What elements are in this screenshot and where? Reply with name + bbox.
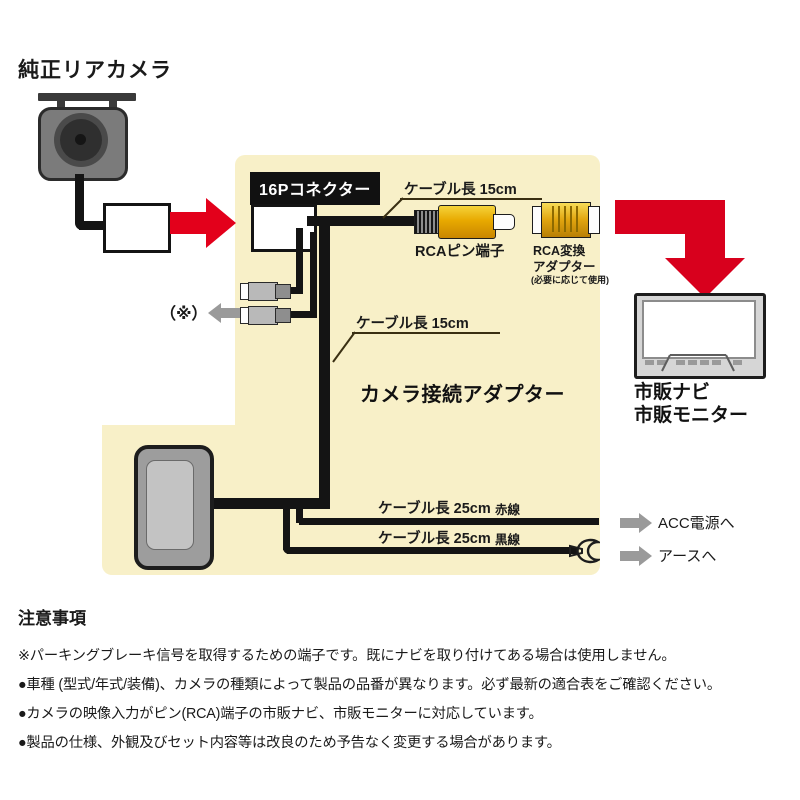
spade-connector-2-body	[248, 306, 278, 325]
rca-plug-tip	[493, 214, 515, 230]
monitor-label-line2: 市販モニター	[634, 405, 749, 426]
trunk-wire-vertical	[319, 216, 330, 508]
cable-15cm-mid-leader-diagonal	[332, 331, 356, 363]
camera-bracket	[38, 93, 136, 101]
ring-terminal-icon	[569, 538, 600, 564]
rca-adapter-cap-right	[588, 206, 600, 234]
earth-wire-horizontal	[287, 547, 577, 554]
rca-adapter-ribs	[548, 206, 582, 232]
connector-16p-body	[251, 204, 317, 252]
red-arrow-elbow-icon	[615, 200, 745, 298]
camera-wire-corner	[75, 208, 84, 230]
acc-wire-horizontal	[299, 518, 599, 525]
earth-wire-vertical	[283, 505, 290, 550]
branch-wire-b-corner	[310, 296, 317, 318]
notes-title: 注意事項	[18, 609, 86, 628]
gray-arrow-left-icon	[208, 303, 240, 323]
asterisk-marker-label: （※）	[160, 306, 208, 323]
camera-harness-connector	[103, 203, 171, 253]
main-wire-to-rca	[307, 216, 417, 226]
head-unit-screen	[642, 300, 756, 359]
earth-ground-label: アースへ	[658, 548, 717, 565]
acc-wire-corner	[296, 508, 303, 524]
note-line-4: ●製品の仕様、外観及びセット内容等は改良のため予告なく変更する場合があります。	[18, 735, 561, 751]
note-line-1: ※パーキングブレーキ信号を取得するための端子です。既にナビを取り付けてある場合は…	[18, 648, 676, 664]
head-unit-button-6	[712, 360, 721, 365]
cable-25cm-black-wire-label: 黒線	[495, 533, 521, 547]
camera-wire-horizontal	[79, 221, 112, 230]
rca-adapter-label-line1: RCA変換	[533, 244, 586, 258]
rca-plug-barrel	[438, 205, 496, 239]
camera-adapter-title: カメラ接続アダプター	[360, 384, 565, 406]
cable-25cm-red-label: ケーブル長 25cm	[378, 501, 491, 517]
rca-pin-terminal-label: RCAピン端子	[415, 244, 505, 260]
gray-arrow-earth-icon	[620, 546, 652, 566]
red-arrow-right-icon	[170, 198, 236, 248]
earth-wire-corner	[283, 534, 290, 554]
adapter-module-inner	[146, 460, 194, 550]
branch-wire-b-vertical	[310, 232, 317, 317]
head-unit-button-7	[733, 360, 742, 365]
camera-lens-center	[75, 134, 86, 145]
note-line-2: ●車種 (型式/年式/装備)、カメラの種類によって製品の品番が異なります。必ず最…	[18, 677, 721, 693]
head-unit-button-5	[700, 360, 709, 365]
spade-connector-1-crimp	[275, 284, 291, 299]
note-line-3: ●カメラの映像入力がピン(RCA)端子の市販ナビ、市販モニターに対応しています。	[18, 706, 543, 722]
cable-25cm-black-label: ケーブル長 25cm	[378, 531, 491, 547]
camera-wire-vertical	[75, 174, 84, 216]
branch-wire-a-horizontal	[285, 287, 303, 294]
head-unit-button-4	[688, 360, 697, 365]
branch-wire-a-corner	[296, 272, 303, 294]
spade-connector-2-crimp	[275, 308, 291, 323]
rca-adapter-usage-note: (必要に応じて使用)	[531, 275, 609, 285]
head-unit-panel-lines	[661, 354, 735, 372]
cable-length-15cm-top-label: ケーブル長 15cm	[404, 182, 517, 198]
cable-25cm-red-wire-label: 赤線	[495, 503, 521, 517]
rca-adapter-label-line2: アダプター	[533, 260, 596, 274]
cable-15cm-top-leader-diagonal	[382, 197, 404, 219]
gray-arrow-acc-icon	[620, 513, 652, 533]
cable-15cm-mid-leader-horizontal	[352, 332, 500, 334]
head-unit-button-1	[645, 360, 654, 365]
branch-wire-a-vertical	[296, 228, 303, 288]
head-unit-button-3	[676, 360, 685, 365]
trunk-wire-to-module	[205, 498, 330, 509]
branch-wire-b-horizontal	[285, 311, 317, 318]
monitor-label-line1: 市販ナビ	[634, 382, 711, 403]
head-unit-button-2	[657, 360, 666, 365]
acc-power-label: ACC電源へ	[658, 515, 735, 532]
cable-length-15cm-mid-label: ケーブル長 15cm	[356, 316, 469, 332]
camera-section-title: 純正リアカメラ	[18, 59, 172, 82]
product-panel-joint	[235, 415, 600, 440]
cable-15cm-top-leader-horizontal	[400, 198, 542, 200]
spade-connector-1-body	[248, 282, 278, 301]
